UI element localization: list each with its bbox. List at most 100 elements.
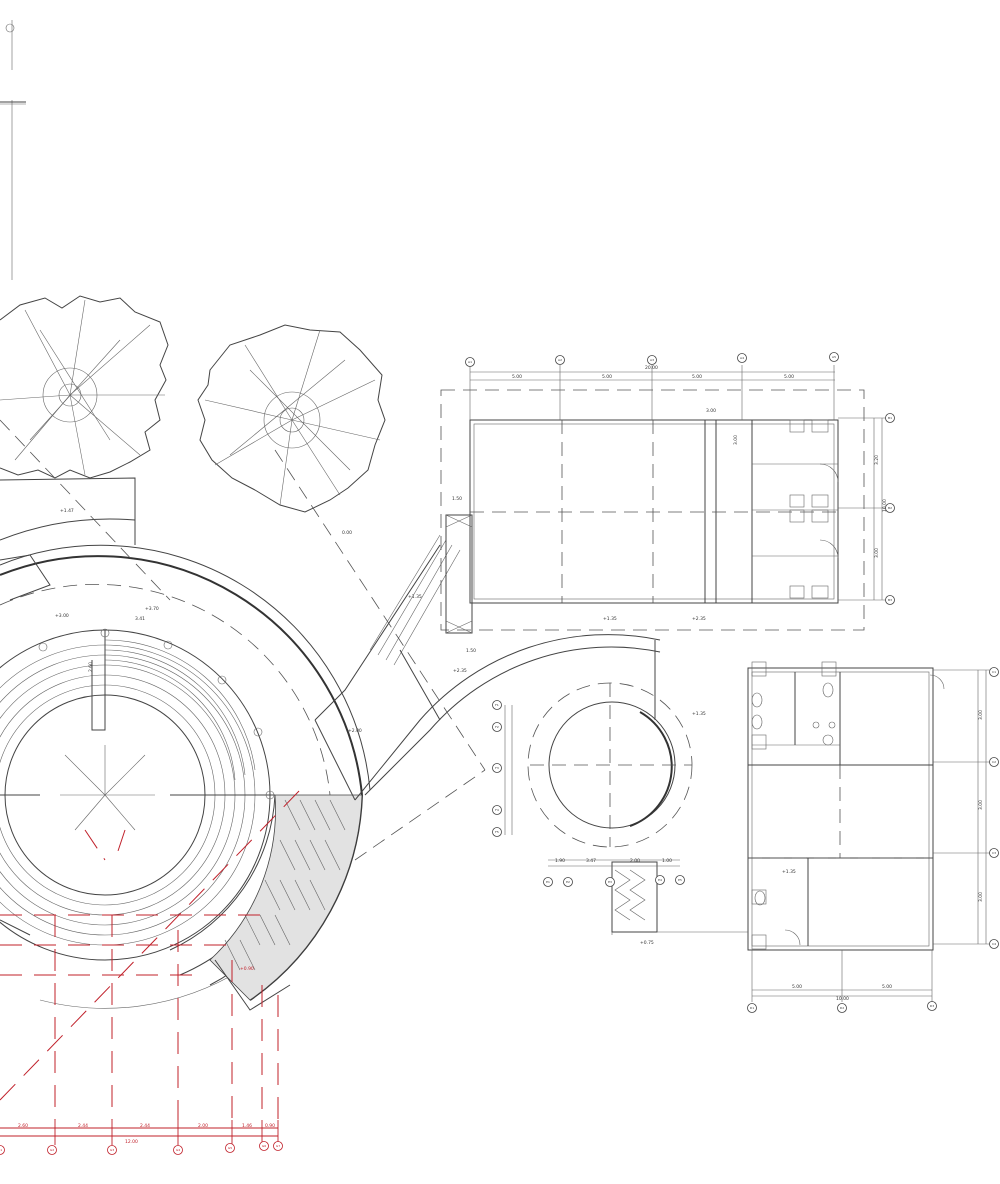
grid-bubble <box>492 722 502 732</box>
level-5: +1.35 <box>408 594 422 600</box>
grid-bubble <box>829 352 839 362</box>
red-dim-f: 0.90 <box>265 1123 275 1129</box>
dim-top-b: 5.00 <box>602 374 612 380</box>
grid-bubble-label: C1 <box>992 670 996 674</box>
dim-side-a: 1.50 <box>452 496 462 502</box>
grid-bubble-label: C2 <box>992 760 996 764</box>
grid-bubble-label: A1 <box>468 360 472 364</box>
dim-circ-d: 1.00 <box>662 858 672 864</box>
dim-bottom2-a: 5.00 <box>792 984 802 990</box>
grid-bubble-label: B2 <box>888 506 892 510</box>
level-9: +0.75 <box>640 940 654 946</box>
dim-r1: 3.41 <box>135 616 145 622</box>
red-dimension-chain <box>0 1120 279 1145</box>
dim-side-c: 3.00 <box>733 435 739 445</box>
red-dim-c: 2.44 <box>140 1123 150 1129</box>
level-2: +3.00 <box>55 613 69 619</box>
grid-bubble <box>492 763 502 773</box>
grid-bubble-label: G7 <box>276 1144 280 1148</box>
grid-bubble <box>885 595 895 605</box>
tree-right <box>197 324 386 513</box>
dim-r2: 2.60 <box>88 662 94 672</box>
grid-bubble-label: E5 <box>678 878 682 882</box>
dimension-labels: 5.00 5.00 5.00 5.00 20.00 3.20 3.00 10.0… <box>88 365 984 1002</box>
grid-bubble <box>173 1145 183 1155</box>
dim-circ-b: 3.47 <box>586 858 596 864</box>
grid-bubble <box>555 355 565 365</box>
grid-bubble-label: E2 <box>566 880 570 884</box>
dim-right2-a: 3.00 <box>978 710 984 720</box>
level-11: 0.00 <box>342 530 352 536</box>
red-dim-a: 2.60 <box>18 1123 28 1129</box>
amphitheater <box>0 477 371 1120</box>
grid-bubble <box>989 667 999 677</box>
dim-circ-a: 1.90 <box>555 858 565 864</box>
grid-bubble-label: F1 <box>495 703 499 707</box>
level-12: +0.90 <box>240 966 254 972</box>
dim-side-b: 1.50 <box>466 648 476 654</box>
grid-bubble-label: B3 <box>888 598 892 602</box>
grid-bubble-label: G3 <box>110 1148 114 1152</box>
circular-pavilion <box>504 640 748 935</box>
right-building <box>747 661 992 1002</box>
grid-bubble-label: D2 <box>840 1006 844 1010</box>
dim-right-a: 3.20 <box>874 455 880 465</box>
dim-circ-c: 2.00 <box>630 858 640 864</box>
level-1: +1.47 <box>60 508 74 514</box>
grid-bubble <box>737 353 747 363</box>
dim-right2-c: 3.00 <box>978 892 984 902</box>
grid-bubble-label: B1 <box>888 416 892 420</box>
grid-bubble <box>885 413 895 423</box>
grid-bubble-label: D3 <box>930 1004 934 1008</box>
grid-bubble-label: G1 <box>0 1148 2 1152</box>
grid-bubble-label: D1 <box>750 1006 754 1010</box>
grid-bubble-label: F3 <box>495 766 499 770</box>
red-dim-d: 2.00 <box>198 1123 208 1129</box>
grid-bubble <box>107 1145 117 1155</box>
level-8: +2.35 <box>692 616 706 622</box>
level-labels: +1.47 +3.00 +3.70 +2.00 +1.35 +2.35 +1.3… <box>55 508 796 972</box>
grid-bubble-label: A5 <box>832 355 836 359</box>
grid-bubble <box>675 875 685 885</box>
grid-bubble <box>885 503 895 513</box>
dim-bottom2-b: 5.00 <box>882 984 892 990</box>
level-6: +2.35 <box>453 668 467 674</box>
level-3: +3.70 <box>145 606 159 612</box>
grid-bubble <box>259 1141 269 1151</box>
dim-bottom2-total: 10.00 <box>836 996 849 1002</box>
red-dim-b: 2.44 <box>78 1123 88 1129</box>
grid-bubble-label: G4 <box>176 1148 180 1152</box>
grid-bubble <box>465 357 475 367</box>
grid-bubble <box>0 1145 5 1155</box>
grid-bubble <box>989 939 999 949</box>
grid-bubble <box>563 877 573 887</box>
top-building <box>440 365 888 634</box>
grid-bubble <box>492 700 502 710</box>
red-dim-e: 1.46 <box>242 1123 252 1129</box>
grid-bubble <box>273 1141 283 1151</box>
grid-bubble-label: F2 <box>495 725 499 729</box>
level-13: +1.35 <box>692 711 706 717</box>
grid-bubble <box>647 355 657 365</box>
red-dimension-labels: 2.60 2.44 2.44 2.00 1.46 0.90 12.00 <box>18 1123 275 1145</box>
grid-bubble-label: A2 <box>558 358 562 362</box>
level-4: +2.00 <box>348 728 362 734</box>
dim-top-total: 20.00 <box>645 365 658 371</box>
dim-right-total: 10.00 <box>882 499 888 512</box>
grid-bubble <box>989 757 999 767</box>
grid-bubble <box>492 827 502 837</box>
grid-bubble-label: A4 <box>740 356 744 360</box>
dim-top-a: 5.00 <box>512 374 522 380</box>
dim-right2-b: 3.00 <box>978 800 984 810</box>
dim-side-d: 3.00 <box>706 408 716 414</box>
grid-bubble <box>837 1003 847 1013</box>
grid-bubble <box>747 1003 757 1013</box>
grid-bubble <box>655 875 665 885</box>
left-edge-marks <box>0 20 26 280</box>
grid-bubble-label: G2 <box>50 1148 54 1152</box>
red-dim-total: 12.00 <box>125 1139 138 1145</box>
grid-bubble-label: A3 <box>650 358 654 362</box>
grid-bubble-label: F4 <box>495 808 499 812</box>
